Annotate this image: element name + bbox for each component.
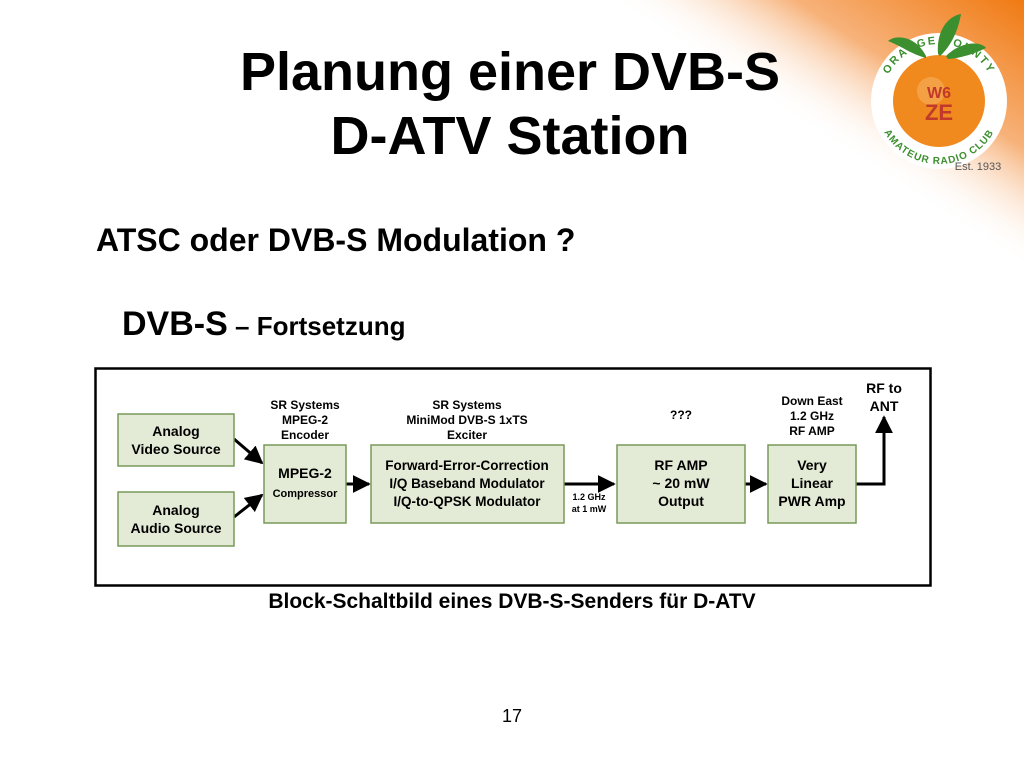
block-pwr-amp-rect bbox=[767, 444, 857, 524]
slide-subtitle: ATSC oder DVB-S Modulation ? bbox=[96, 222, 576, 258]
block-pwr-amp-line-1: Very bbox=[797, 457, 827, 473]
block-diagram: Analog Video Source Analog Audio Source … bbox=[94, 367, 932, 587]
title-line-1: Planung einer DVB-S bbox=[239, 42, 781, 102]
block-pwr-amp-line-2: Linear bbox=[791, 475, 834, 491]
block-fec: Forward-Error-Correction I/Q Baseband Mo… bbox=[370, 444, 565, 524]
arrow-video-to-mpeg2 bbox=[233, 437, 264, 465]
diagram-caption: Block-Schaltbild eines DVB-S-Senders für… bbox=[268, 590, 756, 613]
label-pwr-amp-line-3: RF AMP bbox=[789, 424, 835, 438]
block-fec-line-3: I/Q-to-QPSK Modulator bbox=[394, 494, 542, 509]
label-mpeg2-line-1: SR Systems bbox=[270, 398, 340, 412]
block-mpeg2-line-2: Compressor bbox=[273, 488, 339, 500]
block-video-source: Analog Video Source bbox=[117, 413, 235, 467]
label-fec-line-1: SR Systems bbox=[432, 398, 502, 412]
block-fec-line-1: Forward-Error-Correction bbox=[385, 458, 549, 473]
club-logo: ORANGE COUNTY AMATEUR RADIO CLUB W6 ZE E… bbox=[871, 14, 1007, 172]
logo-established: Est. 1933 bbox=[955, 161, 1001, 172]
arrow-audio-to-mpeg2 bbox=[233, 493, 264, 519]
label-fec-line-3: Exciter bbox=[447, 428, 487, 442]
arrow-pwramp-to-antenna bbox=[856, 415, 893, 486]
block-audio-source-rect bbox=[117, 491, 235, 547]
block-video-source-line-2: Video Source bbox=[131, 441, 220, 457]
label-output-line-1: RF to bbox=[866, 380, 902, 396]
leaf-icon-2 bbox=[937, 14, 961, 56]
section-heading: DVB-S – Fortsetzung bbox=[122, 305, 405, 344]
label-rf-amp-above: ??? bbox=[670, 408, 692, 422]
section-heading-main: DVB-S bbox=[122, 305, 228, 343]
block-audio-source-line-1: Analog bbox=[152, 502, 199, 518]
block-fec-rect bbox=[370, 444, 565, 524]
label-link-line-2: at 1 mW bbox=[572, 504, 607, 514]
block-audio-source-line-2: Audio Source bbox=[130, 520, 221, 536]
page-number: 17 bbox=[501, 706, 523, 726]
leaf-icon-3 bbox=[946, 43, 986, 59]
block-video-source-rect bbox=[117, 413, 235, 467]
logo-call-top: W6 bbox=[927, 85, 951, 102]
label-pwr-amp-line-1: Down East bbox=[781, 394, 842, 408]
block-rf-amp-line-1: RF AMP bbox=[654, 457, 707, 473]
label-link-line-1: 1.2 GHz bbox=[572, 492, 606, 502]
leaf-icon bbox=[888, 37, 926, 58]
section-heading-suffix: – Fortsetzung bbox=[227, 311, 406, 341]
label-pwr-amp-line-2: 1.2 GHz bbox=[790, 409, 834, 423]
block-rf-amp: RF AMP ~ 20 mW Output bbox=[616, 444, 746, 524]
block-audio-source: Analog Audio Source bbox=[117, 491, 235, 547]
block-mpeg2: MPEG-2 Compressor bbox=[263, 444, 347, 524]
block-fec-line-2: I/Q Baseband Modulator bbox=[389, 476, 545, 491]
slide-title: Planung einer DVB-S D-ATV Station bbox=[120, 40, 900, 168]
block-pwr-amp: Very Linear PWR Amp bbox=[767, 444, 857, 524]
label-output-line-2: ANT bbox=[870, 398, 899, 414]
label-fec-line-2: MiniMod DVB-S 1xTS bbox=[406, 413, 527, 427]
block-pwr-amp-line-3: PWR Amp bbox=[778, 493, 845, 509]
block-mpeg2-line-1: MPEG-2 bbox=[278, 465, 332, 481]
label-mpeg2-line-3: Encoder bbox=[281, 428, 329, 442]
title-line-2: D-ATV Station bbox=[330, 106, 690, 166]
block-mpeg2-rect bbox=[263, 444, 347, 524]
block-video-source-line-1: Analog bbox=[152, 423, 199, 439]
block-rf-amp-rect bbox=[616, 444, 746, 524]
label-mpeg2-line-2: MPEG-2 bbox=[282, 413, 328, 427]
block-rf-amp-line-2: ~ 20 mW bbox=[652, 475, 710, 491]
logo-call-bottom: ZE bbox=[925, 100, 953, 125]
block-rf-amp-line-3: Output bbox=[658, 493, 704, 509]
